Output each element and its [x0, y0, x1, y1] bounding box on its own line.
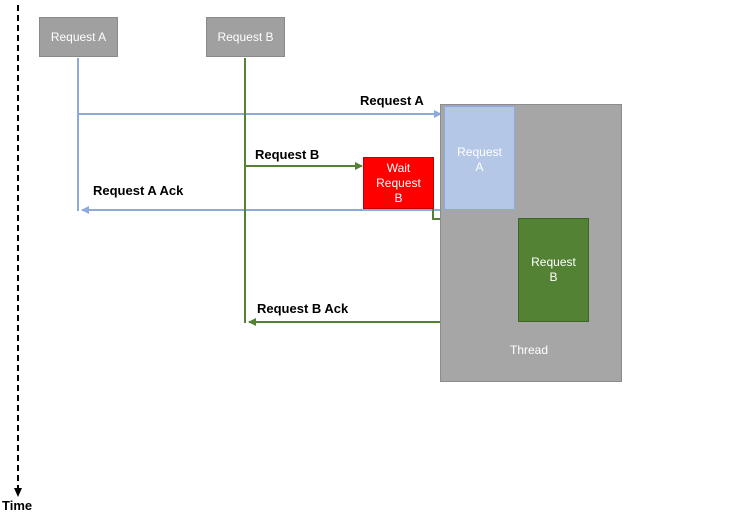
thread-label: Thread	[510, 343, 549, 357]
time-axis-label: Time	[2, 498, 33, 513]
request-b-label: Request B	[255, 147, 320, 162]
request-b-ack-label: Request B Ack	[257, 301, 349, 316]
request-a-label: Request A	[360, 93, 424, 108]
request-a-ack-label: Request A Ack	[93, 183, 184, 198]
request-a-box: Request A	[39, 17, 118, 57]
wait-request-b-box: Wait Request B	[363, 157, 434, 209]
exec-request-b-box: Request B	[518, 218, 589, 322]
exec-request-a-box: Request A	[444, 106, 515, 210]
time-axis-arrowhead	[14, 488, 22, 497]
request-b-box: Request B	[206, 17, 285, 57]
